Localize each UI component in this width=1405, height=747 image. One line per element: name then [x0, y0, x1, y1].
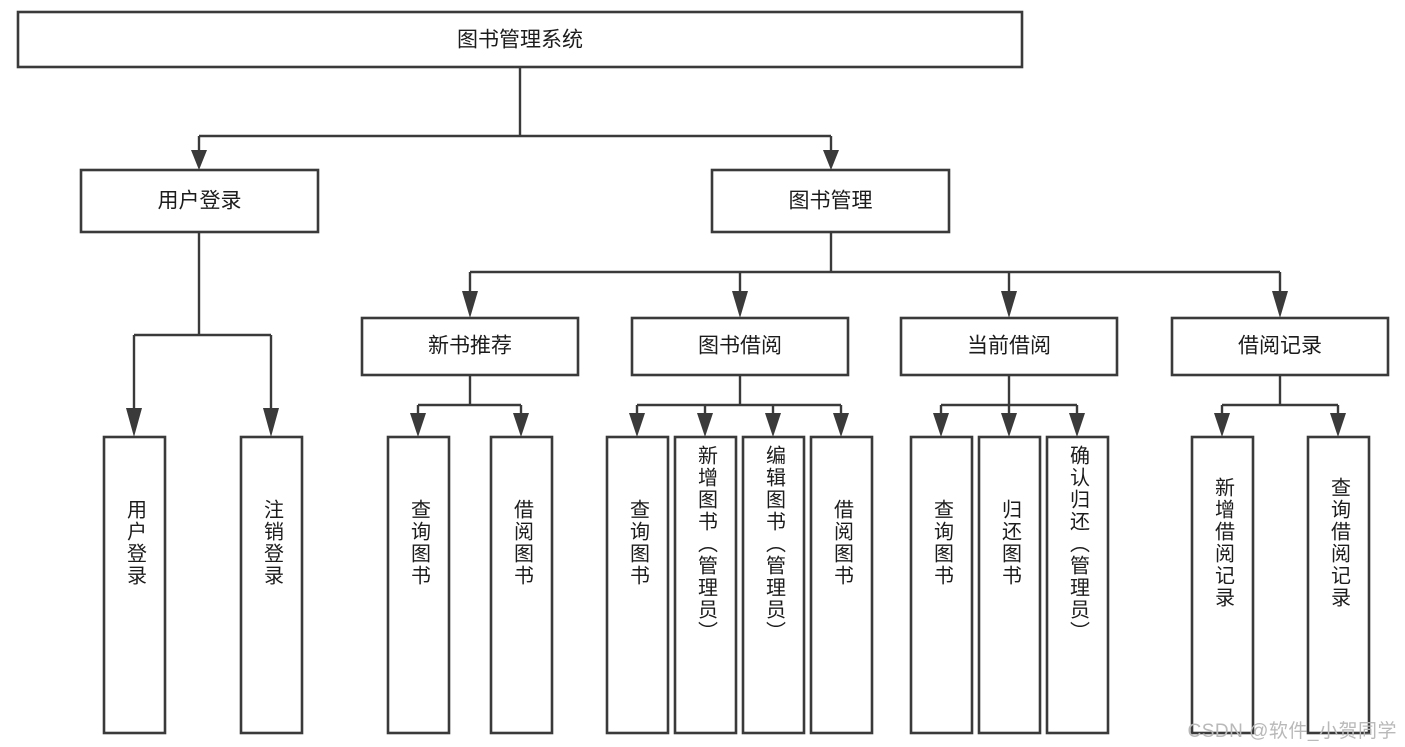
connector-group-root-to-level2	[191, 67, 839, 170]
connector-group-borrowrecord-to-leaves	[1214, 375, 1346, 437]
leaf-box-query-book-2[interactable]	[605, 435, 670, 735]
node-current-borrow[interactable]	[899, 316, 1119, 377]
arrow-head-leaf-borrow-book-2	[833, 413, 849, 437]
connector-group-currentborrow-to-leaves	[933, 375, 1085, 437]
connector-group-userlogin-to-leaves	[126, 232, 279, 437]
arrow-head-leaf-query-book-2	[629, 413, 645, 437]
arrow-head-leaf-add-book	[697, 413, 713, 437]
leaf-box-add-borrow-record[interactable]	[1190, 435, 1255, 735]
leaf-box-add-book-admin[interactable]	[673, 435, 738, 735]
arrow-head-leaf-query-book-3	[933, 413, 949, 437]
leaf-box-confirm-return-admin[interactable]	[1045, 435, 1110, 735]
arrow-head-borrow-record	[1272, 291, 1288, 318]
connector-group-bookmanage-to-level3	[462, 232, 1288, 318]
node-borrow-record[interactable]	[1170, 316, 1390, 377]
arrow-head-book-manage	[823, 150, 839, 170]
leaf-box-query-book-1[interactable]	[386, 435, 451, 735]
node-book-management[interactable]	[710, 168, 951, 234]
leaf-box-borrow-book-2[interactable]	[809, 435, 874, 735]
arrow-head-leaf-borrow-book-1	[513, 413, 529, 437]
node-root-book-management-system[interactable]	[16, 10, 1024, 69]
node-root-label: 图书管理系统	[457, 29, 583, 52]
arrow-head-user-login	[191, 150, 207, 170]
node-current-borrow-label: 当前借阅	[967, 335, 1051, 358]
arrow-head-new-book	[462, 291, 478, 318]
arrow-head-book-borrow	[732, 291, 748, 318]
node-book-borrow-label: 图书借阅	[698, 335, 782, 358]
arrow-head-leaf-confirm-return	[1069, 413, 1085, 437]
connector-group-bookborrow-to-leaves	[629, 375, 849, 437]
arrow-head-leaf-add-record	[1214, 413, 1230, 437]
connector-group-newbook-to-leaves	[410, 375, 529, 437]
node-book-borrow[interactable]	[630, 316, 850, 377]
arrow-head-leaf-user-login	[126, 408, 142, 437]
leaf-box-user-login[interactable]	[102, 435, 167, 735]
leaf-box-query-borrow-record[interactable]	[1306, 435, 1371, 735]
arrow-head-current-borrow	[1001, 291, 1017, 318]
arrow-head-leaf-query-book-1	[410, 413, 426, 437]
node-user-login-label: 用户登录	[158, 190, 242, 213]
arrow-head-leaf-return-book	[1001, 413, 1017, 437]
leaf-box-logout[interactable]	[239, 435, 304, 735]
node-book-management-label: 图书管理	[789, 190, 873, 213]
arrow-head-leaf-edit-book	[765, 413, 781, 437]
leaf-box-return-book[interactable]	[977, 435, 1042, 735]
watermark-csdn: CSDN @软件_小贺同学	[1187, 721, 1397, 742]
leaf-box-borrow-book-1[interactable]	[489, 435, 554, 735]
node-new-book-recommend[interactable]	[360, 316, 580, 377]
leaf-box-query-book-3[interactable]	[909, 435, 974, 735]
arrow-head-leaf-logout	[263, 408, 279, 437]
leaf-box-edit-book-admin[interactable]	[741, 435, 806, 735]
node-borrow-record-label: 借阅记录	[1238, 335, 1322, 358]
node-new-book-recommend-label: 新书推荐	[428, 335, 512, 358]
node-user-login[interactable]	[79, 168, 320, 234]
arrow-head-leaf-query-record	[1330, 413, 1346, 437]
